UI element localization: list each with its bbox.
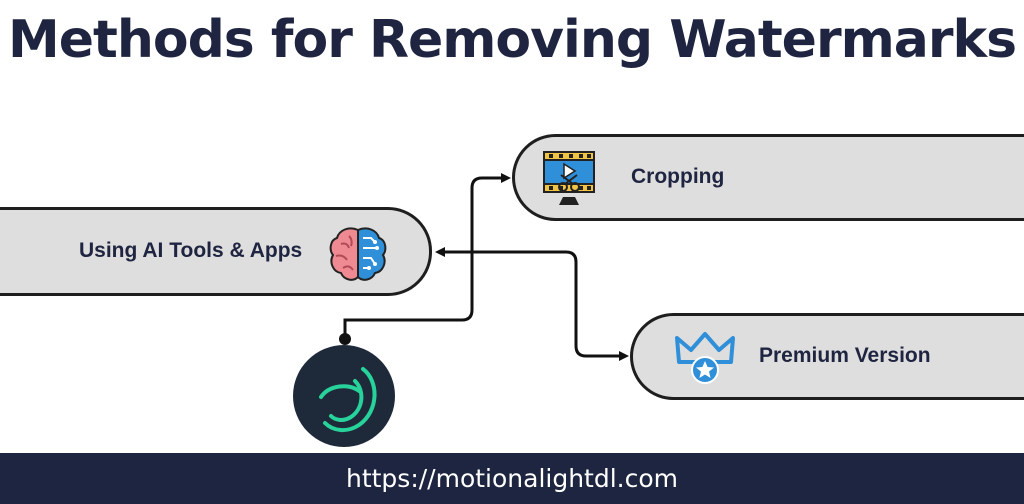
page-title: Methods for Removing Watermarks xyxy=(7,10,1017,70)
node-premium-version: Premium Version xyxy=(630,313,1024,400)
node-cropping: Cropping xyxy=(512,134,1024,221)
video-scissors-icon xyxy=(541,149,597,211)
connector-to-premium xyxy=(472,250,629,361)
node-premium-version-label: Premium Version xyxy=(759,344,931,367)
connector-logo-trunk xyxy=(343,244,474,339)
footer-url[interactable]: https://motionalightdl.com xyxy=(0,453,1024,504)
node-cropping-label: Cropping xyxy=(631,165,725,188)
connector-logo-dot xyxy=(339,333,351,345)
alight-motion-logo-icon xyxy=(293,345,395,447)
brain-circuit-icon xyxy=(327,224,389,288)
crown-star-icon xyxy=(673,330,737,390)
node-ai-tools: Using AI Tools & Apps xyxy=(0,207,432,296)
connector-to-cropping xyxy=(470,173,511,244)
node-ai-tools-label: Using AI Tools & Apps xyxy=(79,239,303,262)
